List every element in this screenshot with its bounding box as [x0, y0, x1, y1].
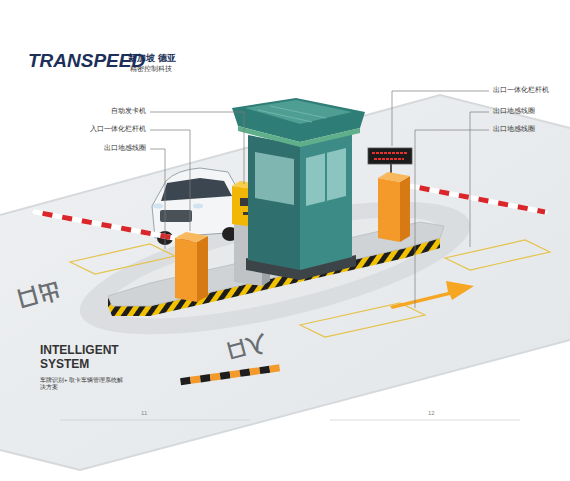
callout-label: 自动发卡机 [111, 107, 146, 115]
entry-barrier-arm [35, 212, 190, 241]
loop-detector [300, 303, 425, 337]
speed-bump [210, 373, 221, 381]
direction-arrow [390, 281, 474, 309]
entry-barrier-gate [175, 232, 208, 302]
leader-line [415, 130, 489, 308]
page-number: 12 [428, 410, 435, 417]
toll-booth [300, 132, 352, 270]
direction-arrow [390, 281, 474, 309]
entry-barrier-gate [175, 238, 197, 302]
callout-label: 出口一体化栏杆机 [493, 86, 549, 94]
speed-bump [180, 364, 280, 385]
exit-barrier-gate [378, 172, 410, 182]
speed-bump [190, 375, 201, 383]
toll-booth [325, 153, 327, 201]
leader-line [150, 130, 190, 231]
entry-barrier-arm [35, 212, 190, 241]
led-display [372, 152, 408, 154]
toll-booth [255, 152, 294, 205]
page-rule [330, 420, 520, 421]
callout-label: 出口地感线圈 [104, 144, 146, 152]
led-display [368, 148, 412, 164]
speed-bump [230, 370, 241, 378]
led-display [374, 158, 404, 160]
caption-text: 车牌识别+ 取卡车辆管理系统解决方案 [40, 377, 124, 391]
exit-barrier-arm [400, 184, 545, 212]
toll-booth [248, 135, 300, 270]
exit-barrier-arm [400, 184, 545, 212]
callout-label: 出口地感线圈 [493, 107, 535, 115]
page-rule [60, 420, 520, 421]
car [193, 204, 203, 209]
leader-line [150, 149, 165, 249]
car [161, 178, 232, 201]
car [153, 204, 163, 209]
exit-barrier-gate [378, 160, 410, 242]
brand-subtitle: 精密控制科技 [130, 65, 172, 73]
speed-bump [200, 374, 211, 382]
entry-barrier-arm [35, 212, 190, 241]
toll-booth [270, 106, 326, 118]
speed-bump [180, 377, 191, 385]
speed-bump [240, 369, 251, 377]
entry-barrier-gate [175, 232, 208, 242]
speed-bump [220, 371, 231, 379]
toll-booth [238, 126, 360, 147]
leader-line [392, 91, 489, 146]
leader-line [150, 91, 489, 308]
exit-barrier-gate [400, 176, 410, 242]
callout-label: 出口地感线圈 [493, 125, 535, 133]
leader-line [470, 112, 489, 247]
toll-booth [306, 148, 346, 206]
toll-booth [258, 110, 312, 122]
road-surface [0, 95, 570, 470]
loop-detector [445, 240, 550, 270]
speed-bump [269, 364, 280, 372]
toll-booth [232, 98, 365, 280]
exit-barrier-arm [400, 184, 545, 212]
road-surface [0, 95, 570, 470]
speed-bump [249, 367, 260, 375]
speed-bump [259, 366, 270, 374]
page-rule [60, 420, 250, 421]
road-surface [0, 340, 570, 470]
section-title: INTELLIGENT SYSTEM [40, 344, 140, 372]
entry-barrier-gate [197, 236, 208, 302]
logo-text: TRANSPEED [28, 50, 145, 72]
exit-barrier-gate [378, 178, 400, 242]
page-number: 11 [141, 410, 147, 417]
loop-detector [70, 244, 175, 274]
led-display [368, 148, 412, 164]
leader-line [150, 112, 244, 184]
callout-label: 入口一体化栏杆机 [90, 125, 146, 133]
toll-booth [245, 100, 352, 124]
brand-text: 新加坡 德亚 [128, 53, 176, 63]
